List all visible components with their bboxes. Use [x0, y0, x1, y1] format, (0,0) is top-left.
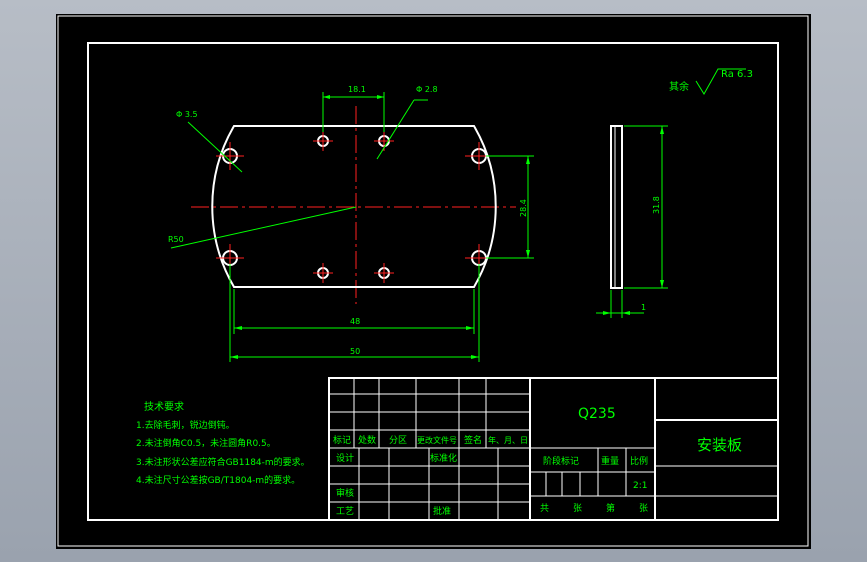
title-block: [328, 377, 779, 521]
tb-scale-label: 比例: [630, 455, 648, 467]
dim-spacing-top: 18.1: [348, 85, 366, 94]
tb-design: 设计: [336, 452, 354, 464]
note-4: 4.未注尺寸公差按GB/T1804-m的要求。: [136, 474, 300, 486]
tb-sheets2: 张: [639, 503, 648, 514]
dim-hole-small: Φ 2.8: [416, 85, 438, 94]
note-1: 1.去除毛刺，锐边倒钝。: [136, 419, 235, 431]
tb-signature: 签名: [464, 434, 482, 446]
plate-outline: [211, 125, 497, 288]
tb-change-doc: 更改文件号: [417, 435, 457, 445]
tb-sheets: 张: [573, 503, 582, 514]
side-view: 31.8 1: [596, 125, 668, 318]
surface-finish-value: Ra 6.3: [721, 69, 753, 80]
tb-count: 处数: [358, 434, 376, 446]
tb-review: 审核: [336, 487, 354, 499]
drawing-sheet: 18.1 Φ 2.8 Φ 3.5 R50 28.4 48 50 31.8 1 其…: [56, 14, 811, 549]
tb-sheet-no: 第: [606, 502, 615, 514]
tb-total: 共: [540, 503, 549, 514]
tb-date: 年、月、日: [488, 435, 528, 445]
surface-finish-prefix: 其余: [669, 80, 689, 93]
tb-weight: 重量: [601, 455, 619, 467]
dim-hole-large: Φ 3.5: [176, 110, 198, 119]
surface-finish: 其余 Ra 6.3: [669, 68, 753, 95]
tb-material: Q235: [578, 406, 616, 422]
side-plate: [610, 125, 623, 289]
arrowheads: [230, 95, 530, 359]
tb-mark: 标记: [333, 434, 351, 446]
outer-frame: [57, 15, 809, 547]
tb-standardize: 标准化: [430, 452, 457, 464]
dim-radius: R50: [168, 235, 184, 244]
notes-heading: 技术要求: [144, 400, 184, 413]
tb-zone: 分区: [389, 435, 407, 446]
dim-width-inner: 48: [350, 317, 360, 326]
tb-scale-value: 2:1: [633, 481, 647, 491]
dim-width-total: 50: [350, 347, 360, 356]
dim-side-height: 31.8: [652, 196, 661, 214]
roughness-symbol: [695, 68, 746, 95]
dimension-lines: [170, 92, 534, 362]
tb-drawing-title: 安装板: [697, 436, 742, 454]
dim-thickness: 1: [641, 303, 646, 312]
note-2: 2.未注倒角C0.5，未注圆角R0.5。: [136, 437, 276, 449]
tb-process: 工艺: [336, 506, 354, 517]
tb-approve: 批准: [433, 505, 451, 517]
tb-stage-mark: 阶段标记: [543, 455, 579, 467]
hole-center-marks: [216, 131, 493, 283]
technical-notes: 技术要求 1.去除毛刺，锐边倒钝。 2.未注倒角C0.5，未注圆角R0.5。 3…: [136, 400, 310, 486]
title-block-text: 标记 处数 分区 更改文件号 签名 年、月、日 设计 标准化 审核 工艺 批准 …: [333, 406, 742, 517]
note-3: 3.未注形状公差应符合GB1184-m的要求。: [136, 456, 310, 468]
dim-height-right: 28.4: [519, 199, 528, 217]
plan-view: 18.1 Φ 2.8 Φ 3.5 R50 28.4 48 50: [168, 85, 534, 362]
